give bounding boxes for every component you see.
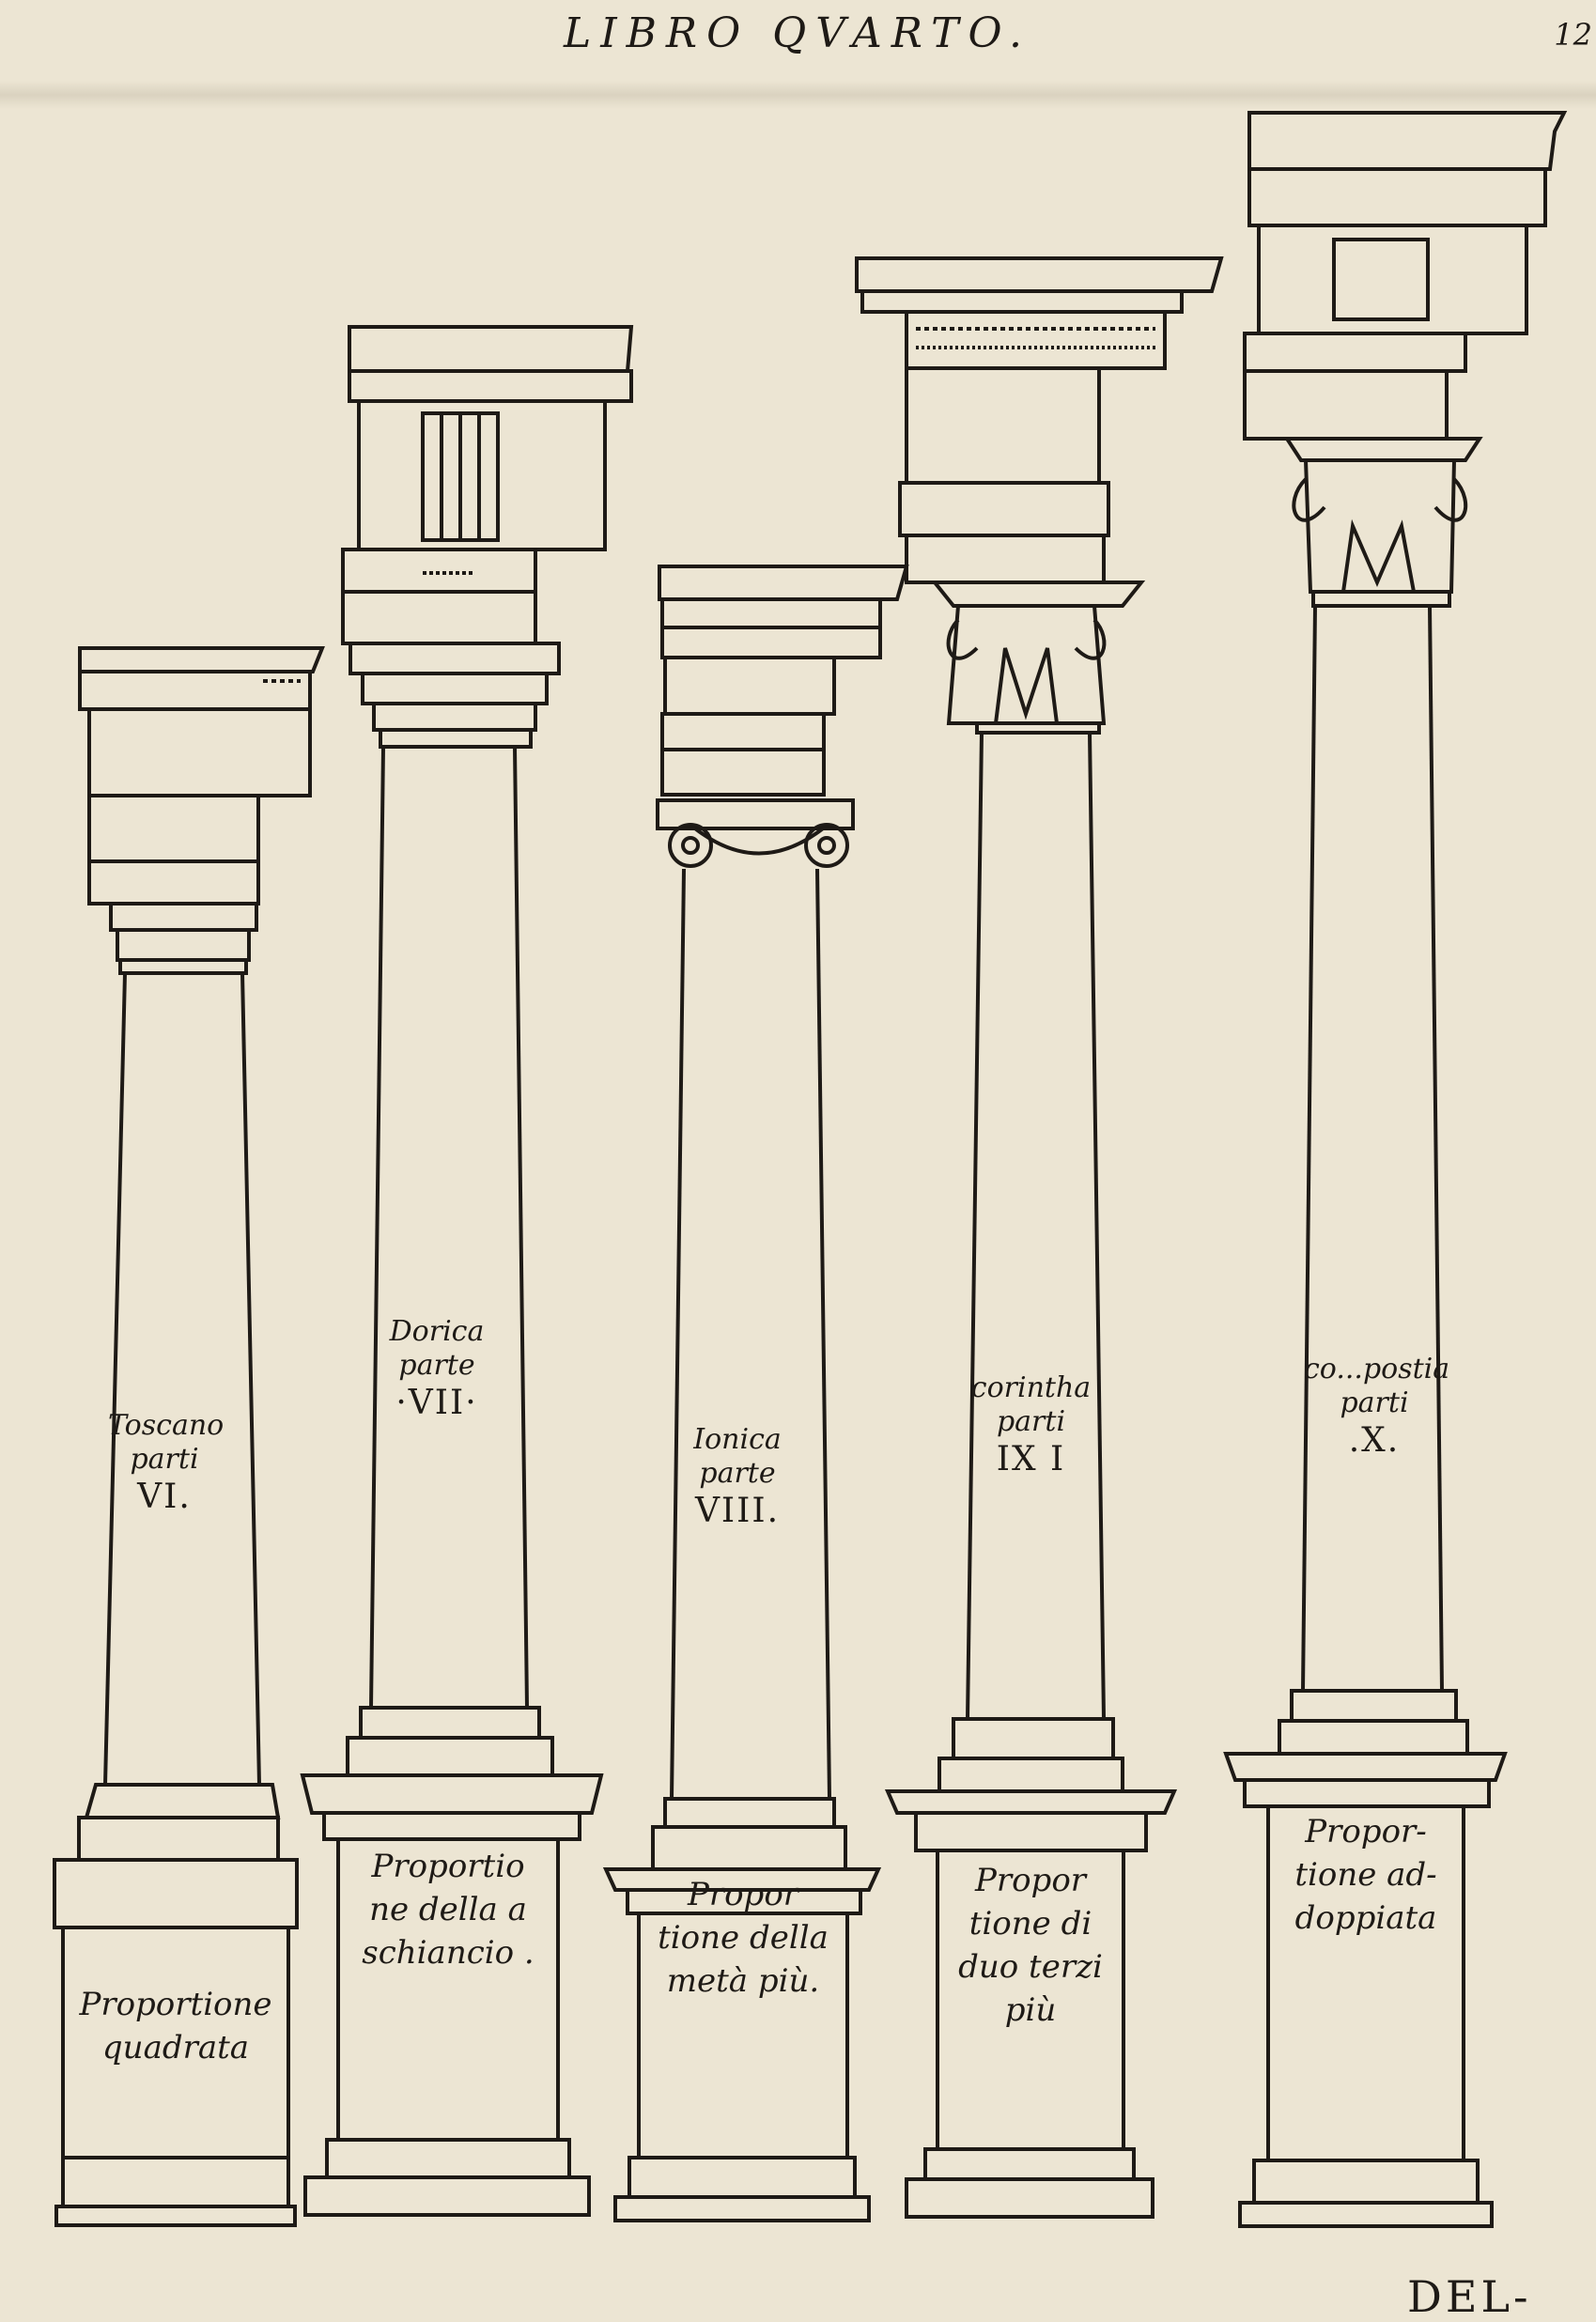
ionica-capital bbox=[656, 798, 855, 868]
corintha-capital bbox=[930, 580, 1146, 735]
dorica-parts-numeral: ·VII· bbox=[395, 1384, 478, 1422]
corintha-parts-numeral: IX I bbox=[996, 1440, 1066, 1478]
ionica-order-name: Ionica bbox=[693, 1423, 782, 1456]
toscano-shaft bbox=[103, 972, 261, 1786]
composita-base bbox=[1278, 1689, 1469, 1756]
toscano-base bbox=[77, 1783, 281, 1862]
corintha-entablature bbox=[855, 256, 1224, 584]
ionica-base bbox=[651, 1797, 847, 1871]
dorica-shaft-label: Dorica parte ·VII· bbox=[380, 1315, 493, 1423]
composita-entablature bbox=[1243, 111, 1568, 441]
composita-pedestal-line-2: tione ad- bbox=[1294, 1855, 1437, 1894]
ionica-parts-numeral: VIII. bbox=[694, 1492, 781, 1530]
column-corintha bbox=[855, 256, 1224, 2219]
dorica-pedestal-line-3: schiancio . bbox=[362, 1933, 535, 1972]
corintha-pedestal-line-1: Propor bbox=[974, 1862, 1087, 1899]
toscano-pedestal-label: Proportione quadrata bbox=[63, 1984, 288, 2070]
corintha-base bbox=[937, 1717, 1124, 1793]
dorica-capital bbox=[349, 642, 561, 749]
ionica-parts-word: parte bbox=[699, 1457, 776, 1490]
toscano-pedestal-line-2: quadrata bbox=[101, 2028, 250, 2067]
composita-pedestal-line-3: doppiata bbox=[1294, 1898, 1437, 1937]
toscano-pedestal bbox=[53, 1858, 299, 2227]
ionica-pedestal bbox=[602, 1867, 882, 2222]
toscano-capital bbox=[109, 902, 258, 975]
composita-shaft-label: co...postia parti .X. bbox=[1304, 1353, 1449, 1461]
ionica-entablature bbox=[658, 565, 909, 797]
dorica-pedestal bbox=[300, 1773, 604, 2217]
dorica-parts-word: parte bbox=[398, 1349, 475, 1382]
page-header-title: LIBRO QVARTO. bbox=[564, 9, 1031, 57]
toscano-parts-numeral: VI. bbox=[137, 1478, 192, 1516]
corintha-pedestal-line-4: più bbox=[1004, 1990, 1057, 2029]
toscano-order-name: Toscano bbox=[108, 1409, 225, 1442]
catchword: DEL- bbox=[1407, 2271, 1532, 2322]
composita-shaft bbox=[1301, 605, 1444, 1692]
composita-pedestal-line-1: Propor- bbox=[1305, 1813, 1427, 1850]
toscano-parts-word: parti bbox=[130, 1443, 199, 1476]
corintha-shaft-label: corintha parti IX I bbox=[968, 1371, 1094, 1479]
toscano-shaft-label: Toscano parti VI. bbox=[108, 1409, 225, 1517]
toscano-pedestal-line-1: Proportione bbox=[79, 1986, 272, 2023]
corintha-shaft bbox=[966, 732, 1106, 1720]
ionica-pedestal-line-2: tione della bbox=[658, 1918, 829, 1957]
dorica-pedestal-line-1: Proportio bbox=[371, 1848, 525, 1885]
dorica-base bbox=[346, 1706, 554, 1777]
bleed-through-band bbox=[0, 81, 1596, 109]
composita-parts-word: parti bbox=[1340, 1386, 1409, 1419]
column-ionica bbox=[602, 565, 909, 2222]
column-dorica bbox=[300, 325, 634, 2217]
dorica-entablature bbox=[341, 325, 634, 645]
toscano-entablature bbox=[78, 646, 325, 906]
corintha-order-name: corintha bbox=[970, 1371, 1092, 1404]
ionica-shaft bbox=[670, 868, 831, 1800]
composita-pedestal-label: Propor- tione ad- doppiata bbox=[1268, 1811, 1464, 1941]
dorica-order-name: Dorica bbox=[389, 1315, 485, 1348]
composita-parts-numeral: .X. bbox=[1348, 1421, 1401, 1460]
column-toscano bbox=[53, 646, 325, 2227]
dorica-shaft bbox=[369, 746, 529, 1709]
ionica-pedestal-line-3: metà più. bbox=[666, 1961, 820, 2000]
corintha-parts-word: parti bbox=[996, 1405, 1066, 1438]
corintha-pedestal-line-3: duo terzi bbox=[958, 1947, 1103, 1986]
corintha-pedestal-label: Propor tione di duo terzi più bbox=[937, 1860, 1123, 2033]
corintha-pedestal-line-2: tione di bbox=[968, 1904, 1092, 1943]
composita-order-name: co...postia bbox=[1304, 1353, 1450, 1385]
dorica-pedestal-line-2: ne della a bbox=[369, 1890, 527, 1928]
dorica-pedestal-label: Proportio ne della a schiancio . bbox=[338, 1846, 558, 1975]
ionica-shaft-label: Ionica parte VIII. bbox=[681, 1423, 794, 1531]
page-number: 12 bbox=[1554, 17, 1592, 53]
composita-capital bbox=[1283, 437, 1483, 608]
column-composita bbox=[1223, 111, 1568, 2228]
corintha-pedestal bbox=[884, 1789, 1178, 2219]
composita-pedestal bbox=[1223, 1752, 1508, 2228]
ionica-pedestal-label: Propor tione della metà più. bbox=[639, 1874, 847, 2004]
ionica-pedestal-line-1: Propor bbox=[687, 1876, 799, 1913]
